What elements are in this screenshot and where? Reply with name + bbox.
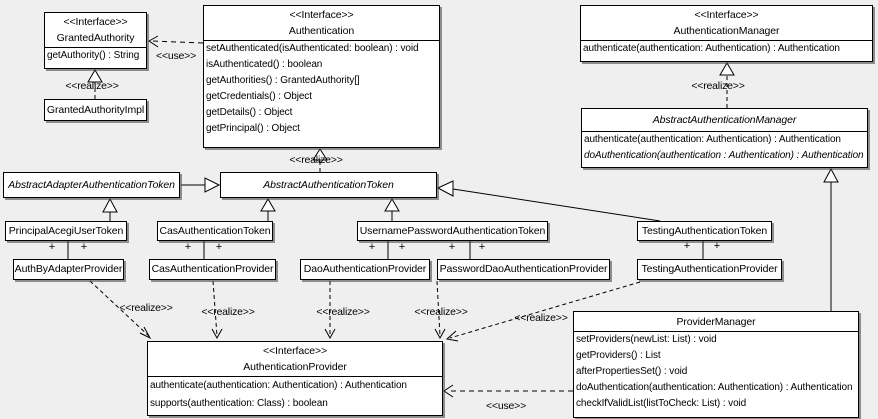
realize-label: <<realize>>	[414, 306, 468, 318]
class-name: AuthenticationManager	[673, 25, 780, 37]
method: getProviders() : List	[576, 350, 661, 361]
edge-authentication-uses-granted-authority	[148, 35, 204, 48]
class-name: PrincipalAcegiUserToken	[8, 225, 124, 237]
class-cas-authentication-token[interactable]: CasAuthenticationToken	[157, 221, 273, 241]
class-name: AuthenticationProvider	[243, 361, 347, 373]
class-name: ProviderManager	[676, 316, 756, 328]
class-name: AbstractAuthenticationToken	[263, 179, 394, 191]
class-authentication[interactable]: <<Interface>> Authentication setAuthenti…	[203, 5, 440, 148]
class-name: UsernamePasswordAuthenticationToken	[359, 225, 546, 237]
class-authentication-provider[interactable]: <<Interface>> AuthenticationProvider aut…	[147, 341, 443, 416]
edge-provider-manager-extends-abstract-auth-manager	[823, 167, 839, 311]
method: getPrincipal() : Object	[206, 123, 300, 134]
realize-label: <<realize>>	[316, 306, 370, 318]
class-abstract-authentication-manager[interactable]: AbstractAuthenticationManager authentica…	[581, 108, 868, 168]
realize-label: <<realize>>	[289, 154, 343, 166]
class-name: AbstractAuthenticationManager	[652, 114, 797, 126]
method: getDetails() : Object	[206, 107, 293, 118]
methods-compartment: getAuthority() : String	[45, 47, 146, 64]
realize-label: <<realize>>	[691, 80, 745, 92]
class-name: TestingAuthenticationToken	[641, 225, 768, 237]
method: authenticate(authentication: Authenticat…	[584, 134, 841, 145]
edge-testing-token-extends-abstract-token	[436, 180, 661, 222]
class-name: TestingAuthenticationProvider	[641, 263, 778, 275]
class-header: <<Interface>> Authentication	[204, 6, 439, 40]
multiplicity-plus: +	[368, 241, 376, 253]
stereotype-label: <<Interface>>	[694, 9, 759, 21]
multiplicity-plus: +	[48, 241, 56, 253]
multiplicity-plus: +	[80, 241, 88, 253]
realize-label: <<realize>>	[119, 302, 173, 314]
realize-label: <<realize>>	[201, 306, 255, 318]
method: checkIfValidList(listToCheck: List) : vo…	[576, 398, 747, 409]
method: isAuthenticated() : boolean	[206, 59, 323, 70]
realize-label: <<realize>>	[65, 80, 119, 92]
method: getCredentials() : Object	[206, 91, 312, 102]
method: getAuthorities() : GrantedAuthority[]	[206, 75, 360, 86]
class-name: GrantedAuthorityImpl	[46, 104, 145, 116]
methods-compartment: authenticate(authentication: Authenticat…	[581, 40, 872, 57]
class-name: PasswordDaoAuthenticationProvider	[439, 263, 608, 275]
multiplicity-plus: +	[683, 240, 691, 252]
method: afterPropertiesSet() : void	[576, 366, 688, 377]
multiplicity-plus: +	[478, 241, 486, 253]
methods-compartment: authenticate(authentication: Authenticat…	[582, 131, 867, 164]
methods-compartment: authenticate(authentication: Authenticat…	[148, 376, 442, 413]
class-authentication-manager[interactable]: <<Interface>> AuthenticationManager auth…	[580, 5, 873, 62]
class-principal-acegi-user-token[interactable]: PrincipalAcegiUserToken	[5, 221, 127, 241]
class-name: AuthByAdapterProvider	[14, 263, 123, 275]
class-cas-authentication-provider[interactable]: CasAuthenticationProvider	[149, 259, 276, 280]
class-header: <<Interface>> AuthenticationManager	[581, 6, 872, 40]
methods-compartment: setProviders(newList: List) : void getPr…	[574, 331, 858, 412]
multiplicity-plus: +	[184, 241, 192, 253]
class-auth-by-adapter-provider[interactable]: AuthByAdapterProvider	[13, 259, 124, 280]
method: supports(authentication: Class) : boolea…	[150, 398, 328, 409]
class-header: AbstractAuthenticationManager	[582, 109, 867, 131]
class-name: Authentication	[288, 25, 355, 37]
class-testing-authentication-token[interactable]: TestingAuthenticationToken	[637, 221, 772, 241]
class-provider-manager[interactable]: ProviderManager setProviders(newList: Li…	[573, 311, 859, 418]
method: doAuthentication(authentication : Authen…	[584, 150, 864, 161]
class-dao-authentication-provider[interactable]: DaoAuthenticationProvider	[300, 259, 430, 280]
stereotype-label: <<Interface>>	[63, 16, 128, 28]
multiplicity-plus: +	[713, 240, 721, 252]
multiplicity-plus: +	[215, 241, 223, 253]
class-testing-authentication-provider[interactable]: TestingAuthenticationProvider	[637, 259, 782, 280]
class-granted-authority-impl[interactable]: GrantedAuthorityImpl	[44, 99, 147, 121]
edge-cas-token-extends-abstract-token	[260, 198, 276, 221]
class-username-password-authentication-token[interactable]: UsernamePasswordAuthenticationToken	[357, 221, 548, 241]
edge-principal-token-extends-adapter-token	[102, 197, 118, 221]
method: authenticate(authentication: Authenticat…	[583, 43, 840, 54]
multiplicity-plus: +	[448, 241, 456, 253]
class-name: AbstractAdapterAuthenticationToken	[8, 179, 175, 191]
class-header: ProviderManager	[574, 312, 858, 331]
use-label: <<use>>	[155, 50, 197, 62]
class-name: GrantedAuthority	[56, 32, 135, 44]
edge-provider-manager-uses-authentication-provider	[443, 384, 573, 398]
class-header: <<Interface>> GrantedAuthority	[45, 13, 146, 47]
method: setAuthenticated(isAuthenticated: boolea…	[206, 43, 419, 54]
edge-usernamepassword-token-extends-abstract-token	[384, 198, 400, 221]
class-abstract-authentication-token[interactable]: AbstractAuthenticationToken	[220, 172, 437, 198]
class-header: <<Interface>> AuthenticationProvider	[148, 342, 442, 376]
method: getAuthority() : String	[47, 50, 140, 61]
class-name: CasAuthenticationToken	[159, 225, 271, 237]
edge-adapter-token-extends-abstract-token	[181, 177, 221, 193]
class-abstract-adapter-authentication-token[interactable]: AbstractAdapterAuthenticationToken	[3, 172, 180, 198]
method: doAuthentication(authentication: Authent…	[576, 382, 853, 393]
multiplicity-plus: +	[398, 241, 406, 253]
class-name: CasAuthenticationProvider	[151, 263, 274, 275]
methods-compartment: setAuthenticated(isAuthenticated: boolea…	[204, 40, 439, 137]
class-granted-authority[interactable]: <<Interface>> GrantedAuthority getAuthor…	[44, 12, 147, 69]
class-password-dao-authentication-provider[interactable]: PasswordDaoAuthenticationProvider	[437, 259, 610, 280]
method: setProviders(newList: List) : void	[576, 334, 717, 345]
stereotype-label: <<Interface>>	[262, 345, 328, 357]
class-name: DaoAuthenticationProvider	[303, 263, 427, 275]
method: authenticate(authentication: Authenticat…	[150, 380, 407, 391]
use-label: <<use>>	[485, 400, 527, 412]
realize-label: <<realize>>	[514, 312, 568, 324]
stereotype-label: <<Interface>>	[289, 9, 354, 21]
